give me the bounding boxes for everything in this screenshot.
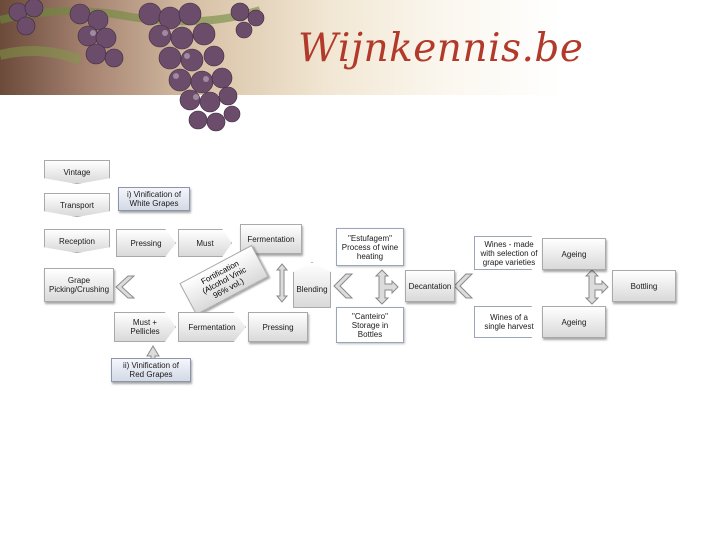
node-red-vinification: ii) Vinification of Red Grapes (111, 358, 191, 382)
node-white-vinification: i) Vinification of White Grapes (118, 187, 190, 211)
arrow-branch-icon (586, 270, 608, 304)
arrow-vertical-icon (277, 264, 287, 302)
node-must: Must (178, 229, 232, 257)
node-pressing-white: Pressing (116, 229, 176, 257)
node-wines-single: Wines of a single harvest (474, 306, 544, 338)
node-bottling: Bottling (612, 270, 676, 302)
node-decantation: Decantation (405, 270, 455, 302)
node-ageing-bottom: Ageing (542, 306, 606, 338)
node-estufagem: "Estufagem" Process of wine heating (336, 228, 404, 266)
chevron-left-icon (116, 276, 134, 298)
node-canteiro: "Canteiro" Storage in Bottles (336, 307, 404, 343)
node-grape-picking: Grape Picking/Crushing (44, 268, 114, 302)
chevron-left-icon (334, 274, 352, 298)
node-fermentation-red: Fermentation (178, 312, 246, 342)
node-ageing-top: Ageing (542, 238, 606, 270)
node-pressing-red: Pressing (248, 312, 308, 342)
chevron-left-icon (454, 274, 472, 298)
node-wines-selection: Wines - made with selection of grape var… (474, 236, 544, 270)
node-must-pellicles: Must + Pellicles (114, 312, 176, 342)
arrow-branch-icon (376, 270, 398, 304)
